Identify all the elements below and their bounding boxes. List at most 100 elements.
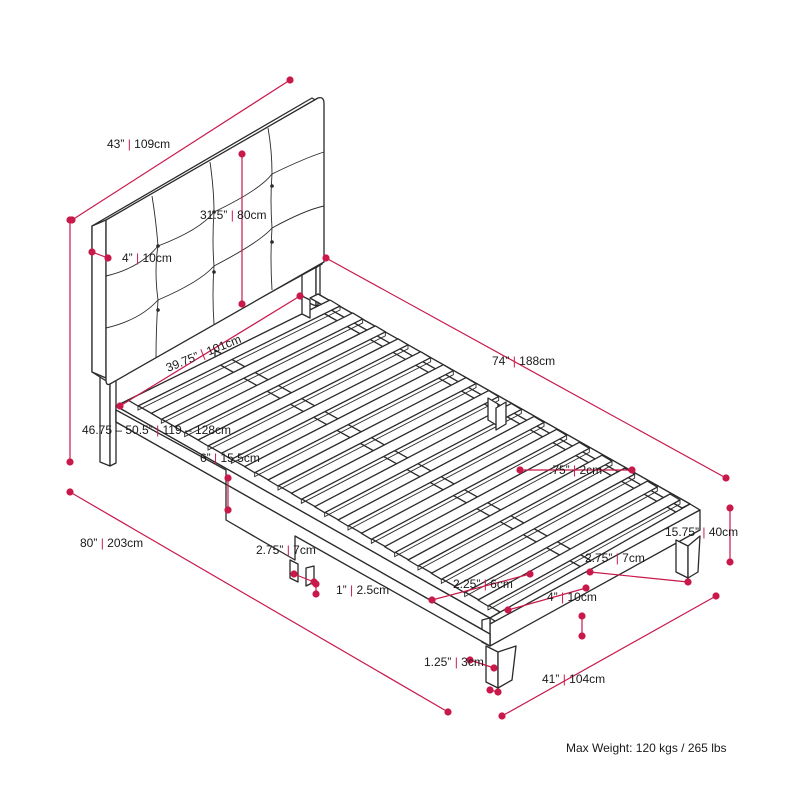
label-total-width: 41” | 104cm: [542, 672, 605, 686]
slat-edge: [370, 435, 568, 545]
dimension-endpoint: [726, 558, 734, 566]
label-total-length: 80” | 203cm: [80, 536, 143, 550]
dimension-line: [71, 79, 291, 221]
dimension-cm: 109cm: [134, 137, 170, 151]
dimension-divider: |: [156, 423, 162, 437]
dimension-endpoint: [490, 664, 498, 672]
label-leg-height: 4” | 10cm: [547, 590, 597, 604]
dimension-divider: |: [101, 536, 107, 550]
dimension-endpoint: [504, 606, 512, 614]
dimension-divider: |: [573, 463, 579, 477]
dimension-inch: 2.75”: [256, 543, 287, 557]
slat-edge: [230, 357, 432, 465]
slat-edge: [324, 409, 522, 518]
dimension-endpoint: [66, 458, 74, 466]
dimension-inch: 6”: [200, 451, 214, 465]
dimension-endpoint: [466, 656, 474, 664]
dimension-cm: 7cm: [622, 551, 645, 565]
dimension-inch: 1”: [336, 583, 350, 597]
dimension-cm: 40cm: [709, 525, 738, 539]
dimension-endpoint: [726, 504, 734, 512]
label-ground-clearance: 15.75” | 40cm: [665, 525, 738, 539]
dimension-endpoint: [628, 466, 636, 474]
dimension-endpoint: [684, 578, 692, 586]
dimension-divider: |: [128, 137, 134, 151]
slat-edge: [184, 331, 386, 438]
dimension-endpoint: [88, 248, 96, 256]
bed-frame: [91, 96, 701, 689]
dimension-inch: 80”: [80, 536, 101, 550]
dimension-cm: 203cm: [107, 536, 143, 550]
label-headboard-thickness: 4” | 10cm: [122, 251, 172, 265]
label-slat-width: 2.25” | 6cm: [453, 577, 513, 591]
dimension-endpoint: [66, 488, 74, 496]
dimension-endpoint: [444, 708, 452, 716]
dimension-inch: 15.75”: [665, 525, 702, 539]
dimension-endpoint: [312, 590, 320, 598]
dimension-line: [501, 595, 717, 717]
dimension-divider: |: [199, 345, 210, 360]
dimension-labels: 43” | 109cm 31.5” | 80cm 4” | 10cm 39.75…: [80, 137, 738, 755]
slat-edge: [487, 500, 681, 611]
label-slat-gap: .75” | 2cm: [549, 463, 602, 477]
dimension-divider: |: [287, 543, 293, 557]
label-leg-width-front: 2.75” | 7cm: [256, 543, 316, 557]
dimension-cm: 104cm: [569, 672, 605, 686]
dimension-endpoint: [586, 568, 594, 576]
dimension-inch: 2.75”: [585, 551, 616, 565]
dimension-divider: |: [455, 655, 461, 669]
dimension-inch: 46.75 – 50.5”: [82, 423, 156, 437]
dimension-inch: 1.25”: [424, 655, 455, 669]
dimension-endpoint: [286, 76, 294, 84]
dimension-endpoint: [582, 584, 590, 592]
dimension-cm: 119 – 128cm: [163, 423, 232, 437]
dimension-endpoint: [486, 686, 494, 694]
slat-edge: [417, 461, 613, 571]
slat-edge: [254, 370, 454, 478]
slat: [220, 351, 432, 460]
dimension-endpoint: [722, 474, 730, 482]
slat-edge: [207, 344, 409, 451]
dimension-inch: 4”: [122, 251, 136, 265]
dimension-inch: .75”: [549, 463, 573, 477]
dimension-cm: 7cm: [293, 543, 316, 557]
dimension-endpoint: [428, 596, 436, 604]
rail-brackets: [301, 295, 507, 431]
slat: [360, 428, 568, 540]
dimension-cm: 6cm: [490, 577, 513, 591]
label-leg-depth-front: 1” | 2.5cm: [336, 583, 389, 597]
slat: [430, 467, 636, 580]
dimension-endpoint: [526, 570, 534, 578]
dimension-divider: |: [136, 251, 142, 265]
slat-edge: [347, 422, 545, 531]
dimension-line: [119, 295, 301, 407]
dimension-endpoint: [578, 612, 586, 620]
label-total-height: 46.75 – 50.5” | 119 – 128cm: [82, 423, 231, 437]
dimension-divider: |: [561, 590, 567, 604]
dimension-endpoint: [238, 300, 246, 308]
dimension-divider: |: [214, 451, 220, 465]
dimension-endpoint: [238, 150, 246, 158]
headboard: [91, 96, 325, 386]
dimension-divider: |: [513, 354, 519, 368]
dimension-line: [69, 491, 449, 713]
dimension-line: [469, 659, 495, 669]
slat: [150, 312, 364, 420]
slat-edge: [440, 474, 636, 585]
dimension-line: [431, 573, 531, 601]
dimension-endpoint: [578, 632, 586, 640]
dimension-divider: |: [702, 525, 708, 539]
slats: [127, 299, 681, 611]
dimension-endpoint: [494, 688, 502, 696]
label-headboard-height: 31.5” | 80cm: [200, 208, 266, 222]
dimension-cm: 2.5cm: [356, 583, 389, 597]
max-weight-text: Max Weight: 120 kgs / 265 lbs: [566, 741, 727, 755]
dimension-endpoint: [66, 216, 74, 224]
slat-edge: [464, 487, 658, 598]
slat-edge: [277, 383, 477, 491]
dimension-inch: 43”: [107, 137, 128, 151]
dimension-divider: |: [616, 551, 622, 565]
slat: [290, 389, 500, 500]
dimension-endpoint: [498, 712, 506, 720]
